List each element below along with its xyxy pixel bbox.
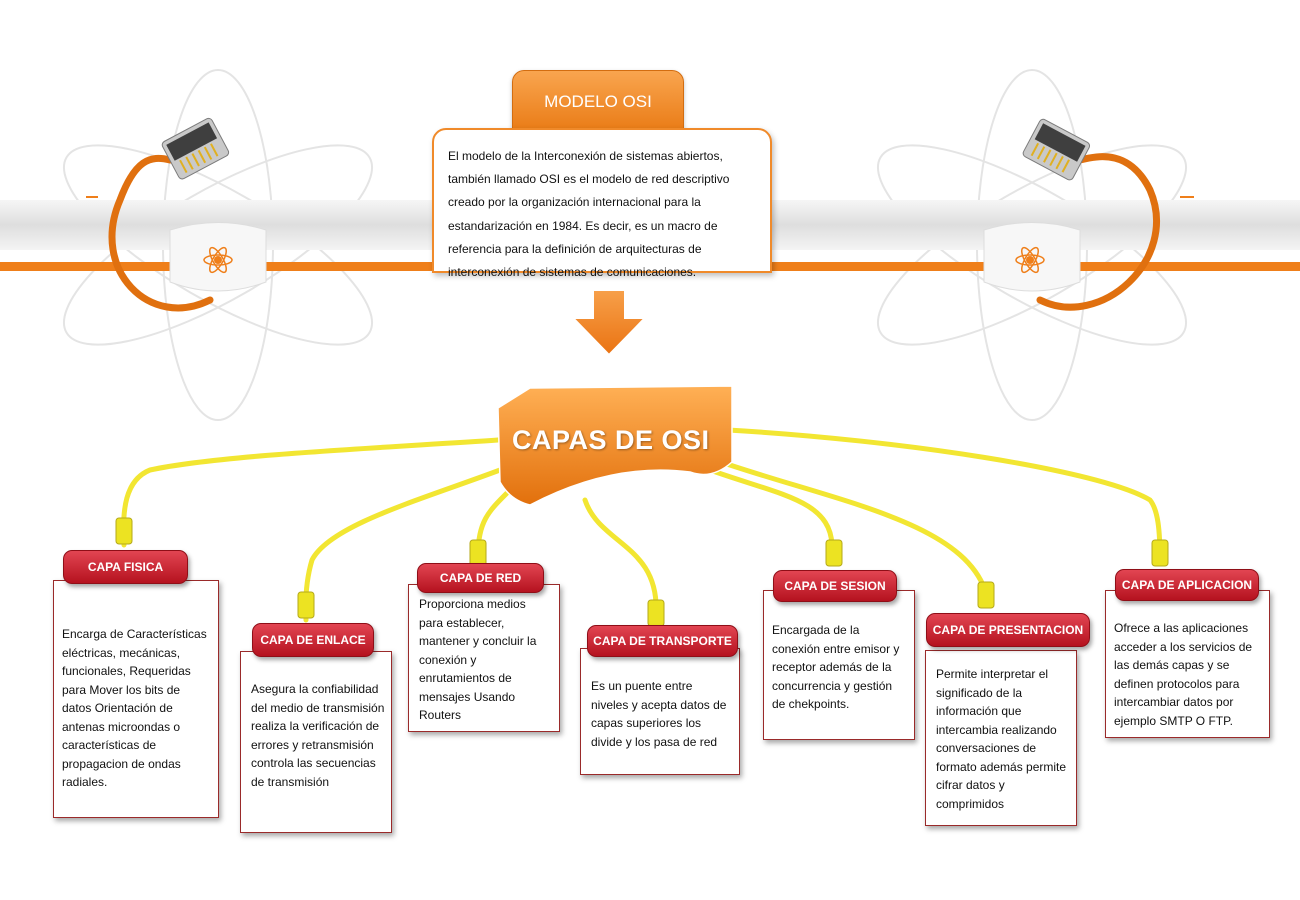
ethernet-plug-icon: [161, 117, 230, 180]
network-cable-right: [1022, 118, 1160, 311]
page-title: MODELO OSI: [512, 70, 684, 130]
layer-title-enlace: CAPA DE ENLACE: [252, 623, 374, 657]
center-label: CAPAS DE OSI: [512, 425, 710, 455]
capas-bubble: [497, 385, 733, 506]
atom-icon: [169, 222, 267, 292]
layer-card-sesion: Encargada de la conexión entre emisor y …: [763, 590, 915, 740]
cable-head-icon: [115, 517, 1169, 627]
network-cable-left: [108, 117, 230, 312]
yellow-cables: [121, 427, 1163, 623]
layer-title-sesion: CAPA DE SESION: [773, 570, 897, 602]
layer-card-transporte: Es un puente entre niveles y acepta dato…: [580, 648, 740, 775]
down-arrow-icon: [570, 289, 648, 357]
layer-title-presentacion: CAPA DE PRESENTACION: [926, 613, 1090, 647]
layer-card-enlace: Asegura la confiabilidad del medio de tr…: [240, 651, 392, 833]
layer-title-aplicacion: CAPA DE APLICACION: [1115, 569, 1259, 601]
layer-title-fisica: CAPA FISICA: [63, 550, 188, 584]
layer-card-red: Proporciona medios para establecer, mant…: [408, 584, 560, 732]
ethernet-plug-icon: [1022, 118, 1091, 181]
layer-title-transporte: CAPA DE TRANSPORTE: [587, 625, 738, 657]
intro-description: El modelo de la Interconexión de sistema…: [432, 128, 772, 279]
layer-title-red: CAPA DE RED: [417, 563, 544, 593]
layer-card-presentacion: Permite interpretar el significado de la…: [925, 650, 1077, 826]
atom-icon: [983, 222, 1081, 292]
layer-card-aplicacion: Ofrece a las aplicaciones acceder a los …: [1105, 590, 1270, 738]
layer-card-fisica: Encarga de Características eléctricas, m…: [53, 580, 219, 818]
